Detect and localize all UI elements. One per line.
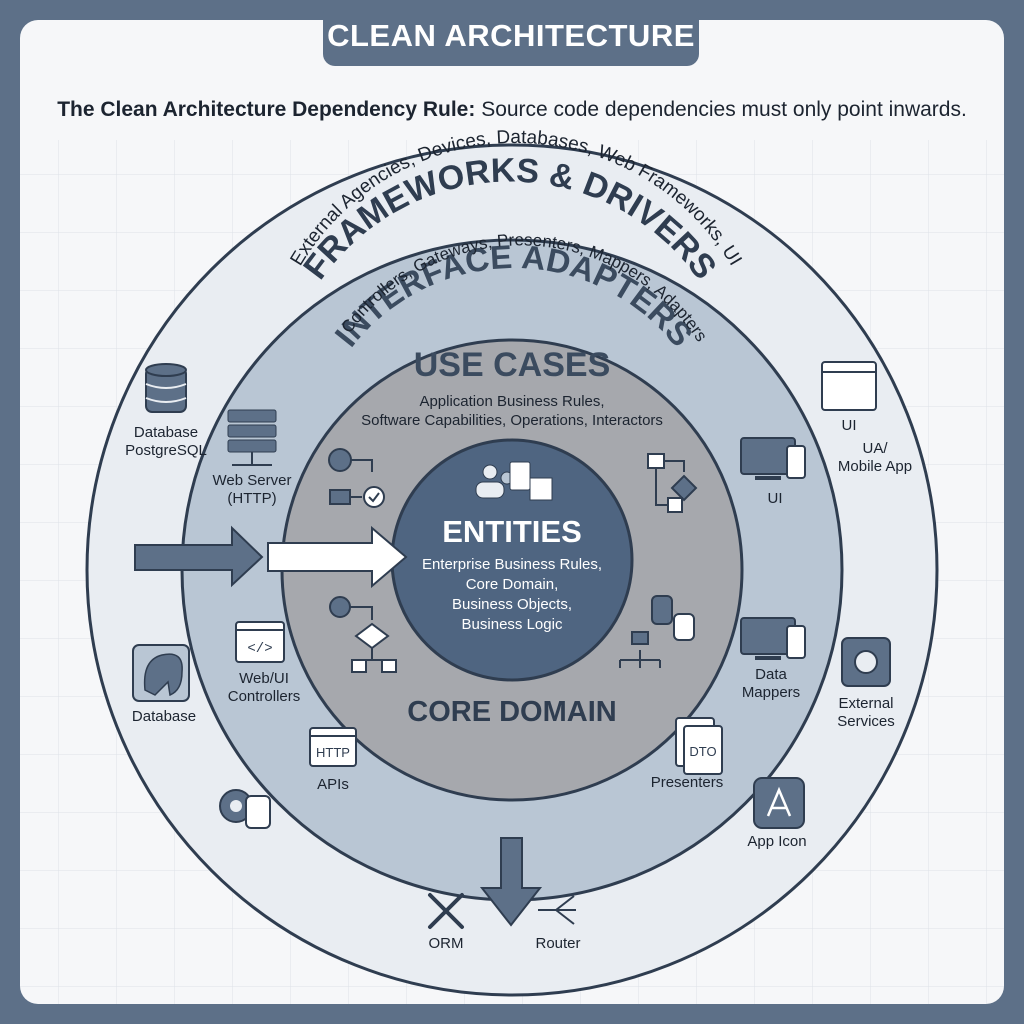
web-controllers-label: Web/UI Controllers — [227, 670, 301, 705]
router-label: Router — [535, 935, 581, 952]
monitor-phone-icon — [740, 437, 806, 480]
use-cases-subtitle: Application Business Rules, Software Cap… — [332, 392, 692, 430]
use-cases-title: USE CASES — [413, 346, 611, 384]
apis-label: APIs — [317, 776, 349, 793]
database-label: Database — [131, 708, 197, 725]
presenters-label: Presenters — [650, 774, 724, 791]
entities-icon — [475, 461, 553, 501]
web-server-label: Web Server (HTTP) — [212, 472, 292, 507]
gear-flow-icon — [329, 596, 397, 673]
entities-line-4: Business Logic — [461, 616, 563, 633]
dependency-rule: The Clean Architecture Dependency Rule: … — [0, 98, 1024, 122]
svg-text:</>: </> — [247, 641, 272, 657]
core-domain-label: CORE DOMAIN — [407, 696, 617, 728]
app-store-icon — [753, 777, 805, 829]
entities-title: ENTITIES — [442, 514, 582, 549]
flow-icon-top-right — [647, 453, 698, 513]
page-title: CLEAN ARCHITECTURE — [323, 10, 699, 66]
app-icon-label: App Icon — [747, 833, 807, 850]
http-icon: HTTP — [309, 727, 357, 767]
down-arrow — [479, 837, 543, 927]
svg-text:HTTP: HTTP — [316, 745, 350, 760]
elephant-icon — [132, 644, 190, 702]
inward-arrow-outer — [134, 525, 264, 588]
document-icon: DTO — [675, 717, 723, 775]
dependency-rule-label: The Clean Architecture Dependency Rule: — [57, 98, 476, 121]
external-services-label: External Services — [837, 695, 895, 730]
gear-database-icon — [219, 789, 271, 829]
orm-label: ORM — [428, 935, 464, 952]
entities-line-2: Core Domain, — [465, 576, 559, 593]
database-icon — [145, 363, 187, 413]
router-icon — [538, 895, 576, 925]
use-cases-subtitle-line-1: Application Business Rules, — [419, 393, 605, 410]
database-postgresql-label: Database PostgreSQL — [125, 424, 207, 459]
database-tree-icon — [619, 595, 695, 668]
dependency-rule-text: Source code dependencies must only point… — [481, 98, 967, 121]
window-icon — [821, 361, 877, 411]
data-mapper-icon — [740, 617, 806, 660]
entities-line-1: Enterprise Business Rules, — [421, 556, 603, 573]
ui-inner-label: UI — [767, 490, 783, 507]
code-icon: </> — [235, 621, 285, 663]
entities-line-3: Business Objects, — [451, 596, 573, 613]
ui-outer-label: UI — [841, 417, 857, 434]
use-cases-subtitle-line-2: Software Capabilities, Operations, Inter… — [361, 412, 663, 429]
inward-arrow-inner — [267, 525, 408, 589]
wrench-icon — [428, 893, 464, 929]
server-icon — [227, 409, 277, 466]
svg-text:DTO: DTO — [689, 744, 716, 759]
flow-icon-top-left — [328, 448, 385, 508]
entities-description: Enterprise Business Rules, Core Domain, … — [392, 555, 632, 635]
ua-mobile-label: UA/ Mobile App — [837, 440, 913, 475]
data-mappers-label: Data Mappers — [741, 666, 801, 701]
external-services-icon — [841, 637, 891, 687]
